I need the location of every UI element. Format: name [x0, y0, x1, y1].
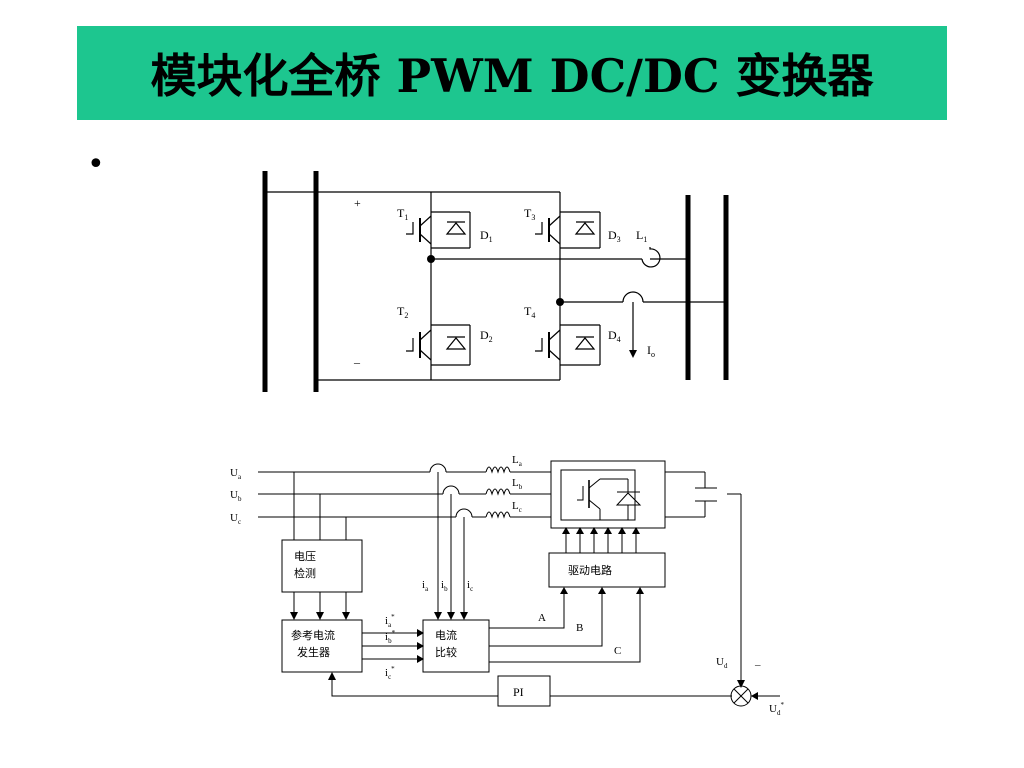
pi-controller-block	[497, 675, 551, 707]
label-t4: T4	[524, 304, 535, 320]
label-ia: ia	[422, 579, 429, 593]
label-d2: D2	[480, 328, 493, 344]
label-la: La	[512, 454, 523, 468]
label-d1: D1	[480, 228, 493, 244]
inductor-l1	[641, 247, 661, 268]
voltage-detect-label-2: 检测	[294, 566, 316, 580]
label-ud-minus: –	[754, 659, 761, 671]
label-ud-ref: Ud*	[769, 701, 784, 717]
hop-c	[455, 508, 473, 518]
label-d3: D3	[608, 228, 621, 244]
label-ua: Ua	[230, 467, 242, 481]
label-ic: ic	[467, 579, 473, 593]
label-ic-ref: ic*	[385, 665, 395, 681]
label-t3: T3	[524, 206, 535, 222]
hop-a	[429, 463, 447, 473]
diode-d2	[445, 336, 467, 350]
converter-inner	[560, 469, 636, 521]
hop-b	[442, 485, 460, 495]
title-bar: 模块化全桥 PWM DC/DC 变换器	[77, 26, 947, 120]
label-io: Io	[647, 343, 655, 359]
compare-label-2: 比较	[435, 645, 457, 659]
label-l1: L1	[636, 228, 647, 244]
label-uc: Uc	[230, 512, 241, 526]
diode-d1	[445, 221, 467, 235]
label-lb: Lb	[512, 477, 523, 491]
switch-t4	[535, 324, 601, 366]
switch-t3	[535, 211, 601, 249]
ref-gen-label-1: 参考电流	[291, 628, 335, 642]
voltage-detect-label-1: 电压	[294, 550, 316, 563]
signal-c-label: C	[614, 645, 621, 657]
switch-t1	[406, 211, 471, 249]
bullet-point: •	[87, 147, 105, 182]
drive-circuit-block	[548, 552, 666, 588]
label-ud: Ud	[716, 656, 728, 670]
label-ib-ref: ib*	[385, 629, 396, 645]
converter-block	[550, 460, 666, 529]
switch-t2	[406, 324, 471, 366]
label-t2: T2	[397, 304, 408, 320]
drive-circuit-label: 驱动电路	[568, 564, 612, 577]
label-ub: Ub	[230, 489, 242, 503]
label-t1: T1	[397, 206, 408, 222]
plus-sign: +	[354, 196, 361, 210]
minus-sign: –	[353, 355, 361, 369]
diode-d4	[574, 336, 596, 350]
compare-label-1: 电流	[435, 628, 457, 642]
inductor-lb	[485, 488, 511, 496]
ref-gen-label-2: 发生器	[297, 645, 330, 659]
voltage-detect-block	[281, 539, 363, 593]
inductor-la	[485, 466, 511, 474]
diode-d3	[574, 221, 596, 235]
junction-dot-left	[427, 255, 435, 263]
label-d4: D4	[608, 328, 621, 344]
inductor-lc	[485, 511, 511, 519]
pi-label: PI	[513, 685, 524, 699]
label-ia-ref: ia*	[385, 613, 395, 629]
crossover-hop	[622, 291, 644, 303]
junction-dot-right	[556, 298, 564, 306]
signal-a-label: A	[538, 612, 546, 624]
label-ib: ib	[441, 579, 448, 593]
slide-title: 模块化全桥 PWM DC/DC 变换器	[150, 49, 874, 103]
signal-b-label: B	[576, 622, 583, 634]
label-lc: Lc	[512, 500, 522, 514]
